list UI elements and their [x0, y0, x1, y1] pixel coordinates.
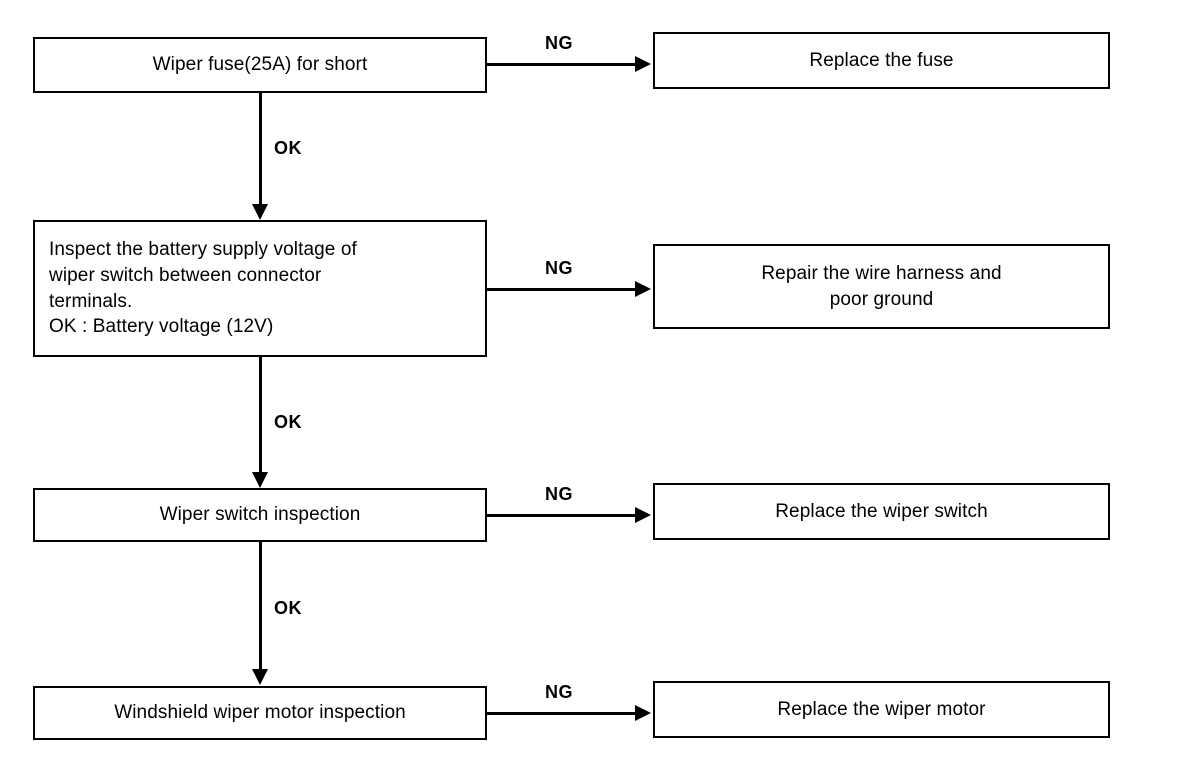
node-check-battery-voltage[interactable]: Inspect the battery supply voltage of wi…	[33, 220, 487, 357]
node-replace-wiper-motor[interactable]: Replace the wiper motor	[653, 681, 1110, 738]
edge-ok-2-arrowhead	[252, 472, 268, 488]
node-repair-harness-label: Repair the wire harness and poor ground	[761, 262, 1002, 310]
node-check-battery-voltage-label: Inspect the battery supply voltage of wi…	[49, 239, 357, 338]
edge-label-ng-2: NG	[545, 258, 573, 278]
edge-ok-2-line	[259, 357, 262, 472]
edge-label-ok-1: OK	[274, 138, 302, 158]
edge-ng-switch-line	[487, 514, 635, 517]
node-replace-wiper-motor-label: Replace the wiper motor	[777, 698, 986, 720]
node-check-fuse[interactable]: Wiper fuse(25A) for short	[33, 37, 487, 93]
edge-ng-harness-line	[487, 288, 635, 291]
edge-label-ng-4: NG	[545, 682, 573, 702]
edge-ok-1-line	[259, 93, 262, 204]
edge-label-ng-3: NG	[545, 484, 573, 504]
edge-label-ok-3: OK	[274, 598, 302, 618]
edge-label-ng-1: NG	[545, 33, 573, 53]
node-replace-fuse-label: Replace the fuse	[809, 49, 954, 71]
node-repair-harness[interactable]: Repair the wire harness and poor ground	[653, 244, 1110, 329]
edge-ng-switch-arrowhead	[635, 507, 651, 523]
node-replace-fuse[interactable]: Replace the fuse	[653, 32, 1110, 89]
edge-label-ok-2: OK	[274, 412, 302, 432]
node-check-wiper-switch[interactable]: Wiper switch inspection	[33, 488, 487, 542]
edge-ng-fuse-arrowhead	[635, 56, 651, 72]
edge-ok-3-arrowhead	[252, 669, 268, 685]
edge-ok-3-line	[259, 542, 262, 669]
node-check-wiper-switch-label: Wiper switch inspection	[159, 504, 361, 526]
edge-ng-harness-arrowhead	[635, 281, 651, 297]
edge-ng-motor-arrowhead	[635, 705, 651, 721]
node-replace-wiper-switch-label: Replace the wiper switch	[775, 500, 988, 522]
edge-ok-1-arrowhead	[252, 204, 268, 220]
edge-ng-motor-line	[487, 712, 635, 715]
edge-ng-fuse-line	[487, 63, 635, 66]
node-check-wiper-motor[interactable]: Windshield wiper motor inspection	[33, 686, 487, 740]
node-replace-wiper-switch[interactable]: Replace the wiper switch	[653, 483, 1110, 540]
node-check-wiper-motor-label: Windshield wiper motor inspection	[114, 702, 406, 724]
node-check-fuse-label: Wiper fuse(25A) for short	[152, 54, 368, 76]
